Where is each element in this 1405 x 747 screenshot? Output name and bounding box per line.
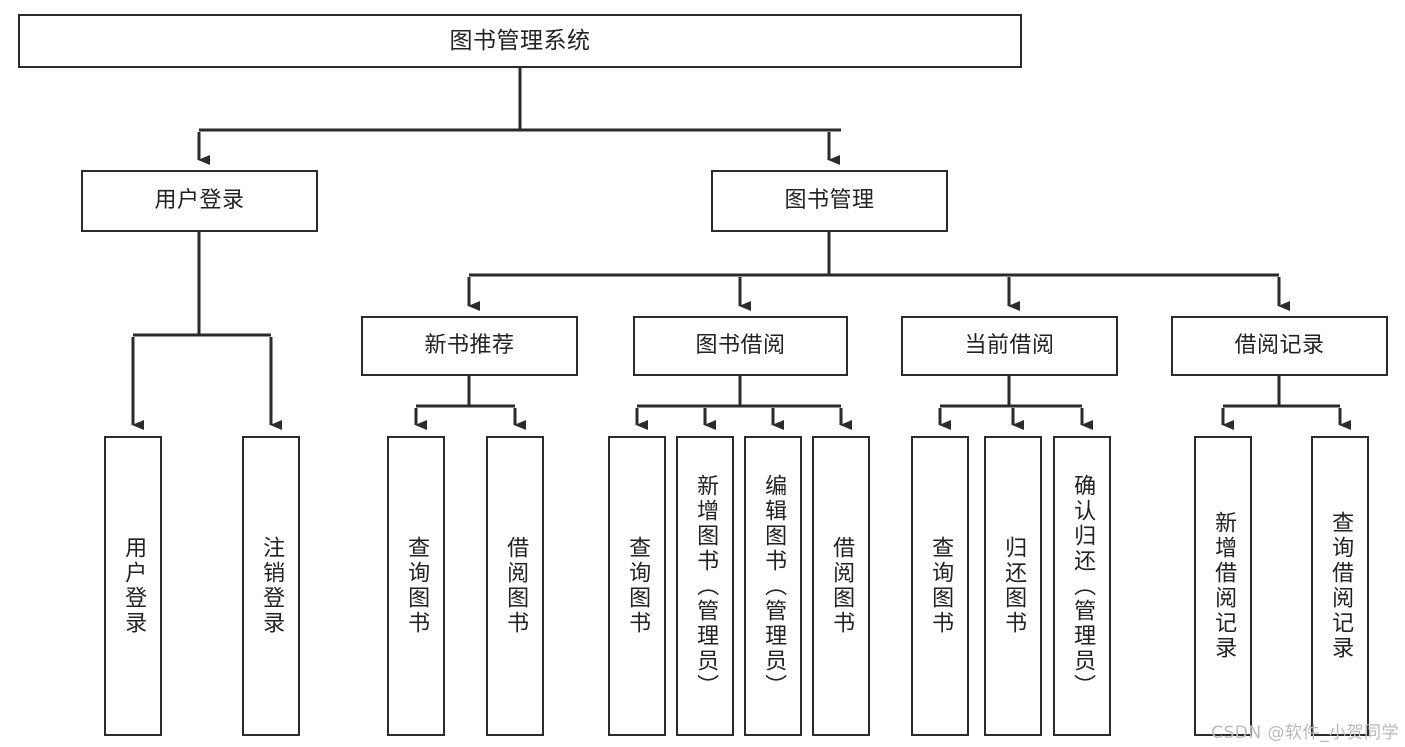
node-leaf-query-record[interactable]: 查询借阅记录: [1311, 436, 1369, 736]
node-leaf-query-book-current[interactable]: 查询图书: [911, 436, 969, 736]
node-book-manage[interactable]: 图书管理: [711, 170, 948, 232]
node-user-login[interactable]: 用户登录: [81, 170, 318, 232]
node-borrow-record[interactable]: 借阅记录: [1171, 316, 1388, 376]
node-root[interactable]: 图书管理系统: [18, 14, 1022, 68]
watermark-text: CSDN @软件_小贺同学: [1211, 723, 1399, 743]
node-leaf-query-book-borrow[interactable]: 查询图书: [608, 436, 666, 736]
node-leaf-edit-book[interactable]: 编辑图书（管理员）: [744, 436, 802, 736]
node-leaf-user-login[interactable]: 用户登录: [104, 436, 162, 736]
node-book-borrow[interactable]: 图书借阅: [633, 316, 848, 376]
node-leaf-return-book[interactable]: 归还图书: [984, 436, 1042, 736]
node-leaf-borrow-book-rec[interactable]: 借阅图书: [486, 436, 544, 736]
node-leaf-query-book-rec[interactable]: 查询图书: [387, 436, 445, 736]
node-leaf-confirm-return[interactable]: 确认归还（管理员）: [1053, 436, 1111, 736]
node-new-book-rec[interactable]: 新书推荐: [361, 316, 578, 376]
node-leaf-borrow-book[interactable]: 借阅图书: [812, 436, 870, 736]
node-leaf-add-record[interactable]: 新增借阅记录: [1194, 436, 1252, 736]
node-current-borrow[interactable]: 当前借阅: [901, 316, 1118, 376]
node-leaf-add-book[interactable]: 新增图书（管理员）: [676, 436, 734, 736]
node-leaf-logout[interactable]: 注销登录: [242, 436, 300, 736]
